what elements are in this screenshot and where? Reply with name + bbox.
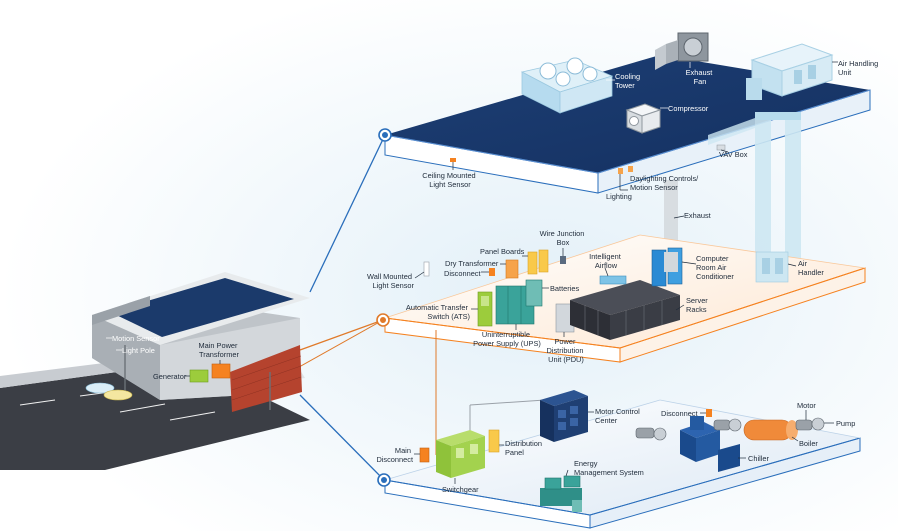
label-pdu: Power Distribution Unit (PDU): [546, 337, 585, 364]
dry-transformer-icon: [505, 259, 519, 279]
cooling-tower-icon: [520, 57, 614, 114]
switchgear-icon: [436, 430, 485, 478]
label-air-handler: Air Handler: [798, 259, 824, 277]
label-panel-boards: Panel Boards: [480, 247, 525, 256]
main-disconnect-icon: [419, 447, 430, 463]
label-wire-junction-box: Wire Junction Box: [540, 229, 587, 247]
wall-light-sensor-icon: [423, 261, 430, 277]
duct-system: [664, 112, 801, 262]
label-compressor: Compressor: [668, 104, 709, 113]
label-crac: Computer Room Air Conditioner: [696, 254, 734, 281]
label-main-power-transformer: Main Power Transformer: [198, 341, 239, 359]
bottom-level: [384, 330, 861, 529]
bottom-disconnect-icon: [706, 409, 712, 417]
label-motor-control-center: Motor Control Center: [595, 407, 642, 425]
label-chiller: Chiller: [748, 454, 769, 463]
ats-icon: [477, 291, 493, 327]
label-server-racks: Server Racks: [686, 296, 710, 314]
label-intelligent-airflow: Intelligent Airflow: [589, 252, 623, 270]
intelligent-airflow-icon: [599, 275, 627, 285]
label-switchgear: Switchgear: [442, 485, 479, 494]
label-main-disconnect: Main Disconnect: [376, 446, 413, 464]
label-ups: Uninterruptible Power Supply (UPS): [473, 330, 541, 348]
label-cooling-tower: Cooling Tower: [615, 72, 642, 90]
server-racks-icon: [570, 280, 680, 340]
label-energy-management-system: Energy Management System: [574, 459, 644, 477]
disconnect-icon: [489, 268, 495, 276]
daylighting-sensor-icon: [618, 168, 623, 174]
label-motion-sensor: Motion Sensor: [112, 334, 160, 343]
exhaust-fan-icon: [655, 32, 709, 70]
main-power-transformer-icon: [211, 363, 231, 379]
chiller-icon: [680, 416, 740, 472]
label-motor: Motor: [797, 401, 816, 410]
label-dry-transformer: Dry Transformer: [445, 259, 499, 268]
air-handling-unit-icon: [746, 43, 834, 100]
car-icon: [85, 382, 115, 394]
air-handler-icon: [755, 251, 789, 283]
distribution-panel-icon: [488, 429, 500, 453]
leader-lines: [106, 61, 838, 484]
label-exhaust: Exhaust: [684, 211, 711, 220]
label-lighting: Lighting: [606, 192, 632, 201]
energy-management-system-icon: [540, 475, 582, 512]
label-light-pole: Light Pole: [122, 346, 155, 355]
compressor-icon: [625, 103, 662, 134]
label-disconnect: Disconnect: [444, 269, 481, 278]
lighting-icon: [628, 166, 633, 172]
batteries-icon: [525, 279, 543, 307]
label-batteries: Batteries: [550, 284, 579, 293]
pump-motor-mid-icon: [713, 418, 742, 432]
label-distribution-panel: Distribution Panel: [505, 439, 544, 457]
roof-level: [384, 32, 871, 194]
label-vav-box: VAV Box: [719, 150, 748, 159]
label-daylighting: Daylighting Controls/ Motion Sensor: [630, 174, 700, 192]
label-exhaust-fan: Exhaust Fan: [686, 68, 715, 86]
label-boiler: Boiler: [799, 439, 818, 448]
boiler-icon: [743, 419, 798, 441]
pump-motor-left-icon: [635, 427, 667, 441]
ceiling-light-sensor-icon: [450, 158, 456, 162]
label-generator: Generator: [153, 372, 187, 381]
panel-board-icon-2: [538, 249, 549, 273]
middle-level: [384, 234, 866, 363]
label-air-handling-unit: Air Handling Unit: [838, 59, 880, 77]
generator-icon: [189, 369, 209, 383]
label-wall-light-sensor: Wall Mounted Light Sensor: [367, 272, 415, 290]
label-ceiling-light-sensor: Ceiling Mounted Light Sensor: [422, 171, 477, 189]
motor-pump-right-icon: [795, 417, 825, 431]
building-illustration: [0, 272, 310, 470]
motor-control-center-icon: [540, 390, 588, 442]
label-bottom-disconnect: Disconnect: [661, 409, 698, 418]
panel-board-icon-1: [527, 251, 538, 275]
wire-junction-box-icon: [560, 256, 566, 264]
label-ats: Automatic Transfer Switch (ATS): [406, 303, 470, 321]
label-pump: Pump: [836, 419, 855, 428]
car-icon: [103, 389, 133, 401]
